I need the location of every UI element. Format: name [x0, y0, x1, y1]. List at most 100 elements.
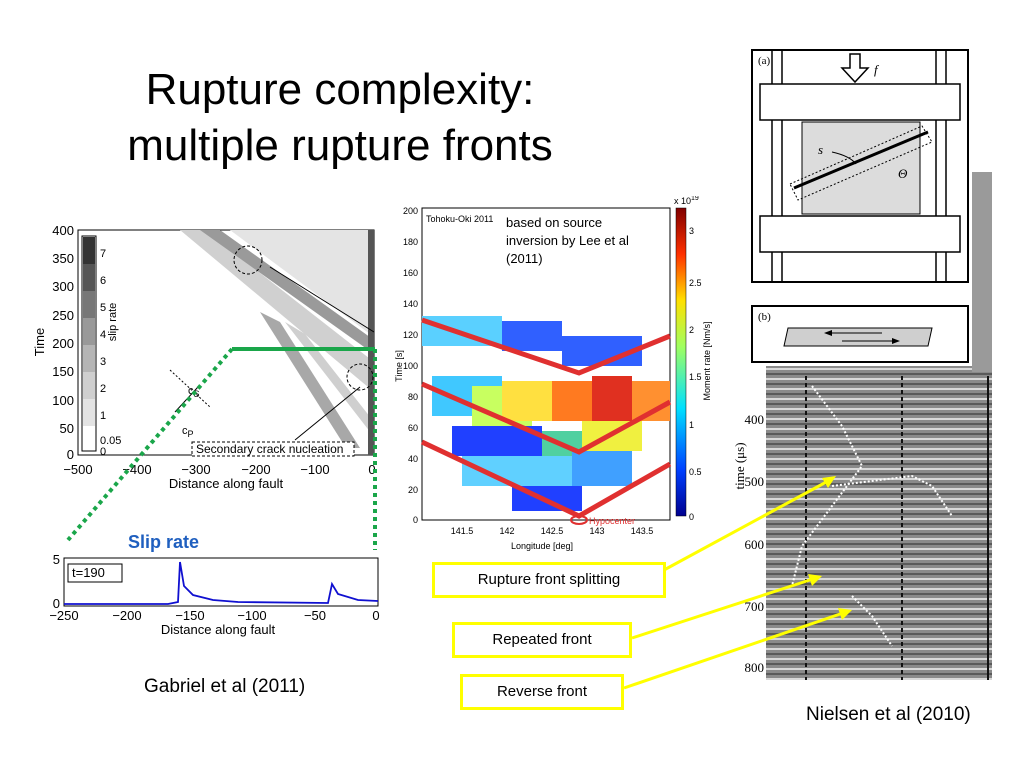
theta-label: Θ — [898, 166, 908, 181]
rupture-band-dark — [200, 230, 374, 354]
record-edge — [972, 172, 992, 372]
rupture-band-secondary — [260, 312, 360, 448]
front-trace-1 — [791, 385, 864, 587]
slip-xlabel: Distance along fault — [161, 622, 276, 637]
title-line-1: Rupture complexity: — [145, 65, 535, 114]
sample-block — [801, 121, 921, 215]
inversion-note-3: (2011) — [506, 251, 543, 266]
panel-b-sample — [783, 327, 933, 347]
fault-line — [793, 130, 929, 190]
arrow-reverse — [623, 610, 847, 690]
svg-text:−150: −150 — [175, 608, 204, 623]
svg-text:0: 0 — [413, 515, 418, 525]
slip-rate-curve — [64, 561, 379, 605]
svg-text:700: 700 — [745, 599, 765, 614]
upper-plate — [759, 83, 961, 121]
svg-text:120: 120 — [403, 330, 418, 340]
svg-text:2.5: 2.5 — [689, 278, 702, 288]
svg-text:40: 40 — [408, 454, 418, 464]
colorbar-tick: 7 — [100, 248, 106, 260]
colorbar-tick: 1 — [100, 410, 106, 422]
cs-label: cS — [188, 385, 200, 399]
annotation-text: Secondary crack nucleation — [196, 442, 343, 456]
svg-text:250: 250 — [52, 308, 74, 323]
tohoku-moment-rate-plot: Hypocenter Tohoku-Oki 2011 based on sour… — [394, 196, 712, 551]
slip-ytick: 0 — [53, 596, 60, 611]
front-trace-2 — [831, 474, 953, 517]
force-label: f — [874, 62, 880, 77]
slip-x-ticks: −250 −200 −150 −100 −50 0 — [49, 608, 379, 623]
rupture-band-main — [180, 230, 374, 392]
left-y-ticks: 400 350 300 250 200 150 100 50 0 — [52, 223, 74, 462]
svg-text:−100: −100 — [300, 462, 329, 477]
tohoku-xlabel: Longitude [deg] — [511, 541, 573, 551]
callout-splitting: Rupture front splitting — [432, 562, 666, 598]
svg-text:−250: −250 — [49, 608, 78, 623]
force-arrow-icon — [840, 53, 870, 84]
svg-text:1.5: 1.5 — [689, 372, 702, 382]
arrow-splitting — [663, 478, 831, 572]
slip-ytick: 5 — [53, 552, 60, 567]
tohoku-colorbar-ticks: 3 2.5 2 1.5 1 0.5 0 — [689, 226, 702, 522]
svg-text:80: 80 — [408, 392, 418, 402]
tohoku-colorbar — [675, 207, 687, 517]
svg-text:−200: −200 — [112, 608, 141, 623]
colorbar-tick: 4 — [100, 329, 106, 341]
svg-text:600: 600 — [745, 537, 765, 552]
tohoku-colorbar-label: Moment rate [Nm/s] — [702, 321, 712, 400]
svg-text:0: 0 — [368, 462, 375, 477]
slide-title: Rupture complexity: multiple rupture fro… — [60, 62, 620, 174]
green-guides — [66, 347, 377, 550]
tohoku-ylabel: Time [s] — [394, 350, 404, 382]
svg-text:141.5: 141.5 — [451, 526, 474, 536]
svg-text:160: 160 — [403, 268, 418, 278]
colorbar-label: slip rate — [107, 303, 119, 342]
fault-zone-dotted — [789, 125, 933, 201]
svg-text:1: 1 — [689, 420, 694, 430]
cs-line — [169, 369, 211, 408]
tohoku-x-ticks: 141.5 142 142.5 143 143.5 — [451, 526, 654, 536]
svg-text:140: 140 — [403, 299, 418, 309]
colorbar-tick: 2 — [100, 383, 106, 395]
svg-text:300: 300 — [52, 279, 74, 294]
colorbar-tick: 6 — [100, 275, 106, 287]
slip-rate-label: Slip rate — [128, 532, 200, 552]
svg-text:60: 60 — [408, 423, 418, 433]
svg-text:−200: −200 — [241, 462, 270, 477]
tohoku-y-ticks: 200 180 160 140 120 100 80 60 40 20 0 — [403, 206, 418, 525]
front-trace-3 — [851, 595, 893, 647]
nucleation-circle-1 — [233, 245, 263, 275]
slip-rate-plot: t=190 5 0 −250 −200 −150 −100 −50 0 Dist… — [49, 552, 379, 637]
green-dotted-left — [66, 347, 234, 542]
lower-plate — [759, 215, 961, 253]
svg-text:200: 200 — [403, 206, 418, 216]
colorbar-exponent: x 1019 — [674, 196, 699, 206]
svg-text:20: 20 — [408, 485, 418, 495]
fault-edge — [368, 230, 374, 455]
time-box-text: t=190 — [72, 565, 105, 580]
left-xlabel: Distance along fault — [169, 476, 284, 491]
hypocenter-label: Hypocenter — [589, 516, 635, 526]
title-line-2: multiple rupture fronts — [127, 121, 553, 170]
svg-text:0: 0 — [67, 447, 74, 462]
left-space-time-plot: cS cP Secondary crack nucleation 7 6 5 4… — [32, 223, 376, 491]
s-arrow — [831, 151, 857, 165]
rupture-front-upper — [421, 317, 671, 376]
svg-text:−100: −100 — [237, 608, 266, 623]
svg-text:142: 142 — [499, 526, 514, 536]
left-ylabel: Time — [32, 328, 47, 356]
svg-text:0.5: 0.5 — [689, 467, 702, 477]
s-label: s — [818, 142, 823, 157]
svg-text:−500: −500 — [63, 462, 92, 477]
nielsen-ylabel: time (μs) — [732, 442, 747, 489]
svg-text:180: 180 — [403, 237, 418, 247]
svg-text:0: 0 — [689, 512, 694, 522]
inversion-note-1: based on source — [506, 215, 602, 230]
svg-text:100: 100 — [52, 393, 74, 408]
gabriel-caption: Gabriel et al (2011) — [144, 676, 306, 697]
nielsen-caption: Nielsen et al (2010) — [806, 704, 971, 725]
rupture-region-upper — [230, 230, 374, 337]
nielsen-experiment-figure: 400 500 600 700 800 time (μs) (a) f s Θ … — [732, 49, 992, 680]
moment-rate-patches — [422, 316, 670, 511]
svg-text:500: 500 — [745, 474, 765, 489]
